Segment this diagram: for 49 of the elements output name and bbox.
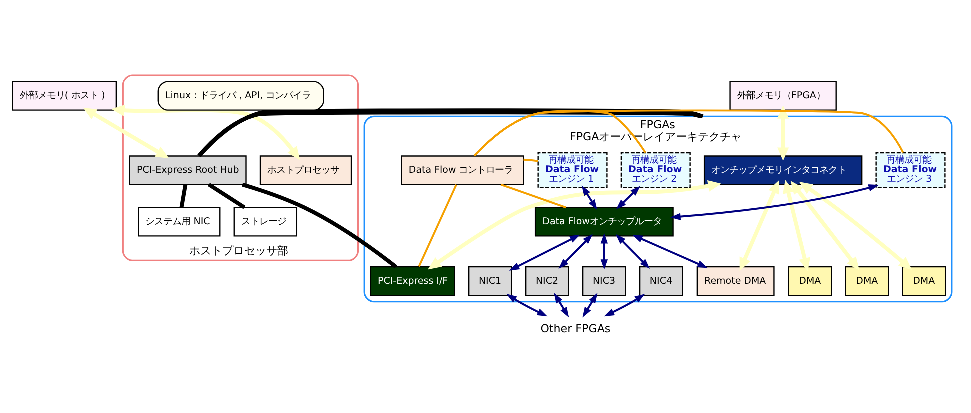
arrow: [83, 108, 170, 159]
node-box: NIC4: [639, 266, 684, 296]
node-box: 再構成可能 Data Flow エンジン 3: [876, 152, 946, 188]
arrow: [616, 234, 650, 270]
connector: [242, 182, 398, 269]
connector: [500, 184, 566, 209]
node-box: Remote DMA: [696, 266, 775, 296]
arrow: [112, 104, 300, 160]
arrow: [582, 293, 598, 318]
connector: [524, 158, 538, 162]
arrow: [616, 186, 641, 210]
arrow: [506, 294, 548, 317]
node-text: Other FPGAs: [540, 322, 611, 336]
arrow: [778, 106, 790, 161]
node-box: オンチップメモリインタコネクト: [704, 156, 863, 186]
node-box: ホストプロセッサ: [260, 156, 352, 186]
arrow: [632, 235, 708, 268]
arrow: [428, 180, 722, 270]
node-box: Linux：ドライバ，API, コンパイラ: [158, 81, 324, 111]
node-box: ストレージ: [234, 207, 298, 237]
arrow: [509, 234, 580, 271]
arrow: [783, 180, 810, 272]
node-box: NIC3: [582, 266, 626, 296]
arrow: [582, 186, 598, 210]
node-box: NIC1: [468, 266, 512, 296]
node-box: NIC2: [525, 266, 570, 296]
arrow: [670, 184, 880, 220]
node-box: 再構成可能 Data Flow エンジン 2: [620, 152, 691, 188]
node-box: DMA: [788, 266, 832, 296]
node-box: DMA: [902, 266, 946, 296]
node-box: 外部メモリ（FPGA）: [730, 81, 837, 111]
node-box: Data Flow コントローラ: [401, 156, 524, 186]
arrow: [600, 233, 608, 270]
node-box: PCI-Express Root Hub: [129, 156, 247, 186]
connector: [418, 184, 458, 268]
arrow: [790, 180, 860, 271]
arrow: [558, 234, 594, 270]
connector: [180, 184, 188, 208]
arrow: [740, 180, 780, 272]
node-box: PCI-Express I/F: [370, 266, 456, 296]
arrow: [799, 182, 912, 270]
arrow: [604, 294, 646, 317]
node-box: 外部メモリ( ホスト ): [12, 81, 118, 111]
node-box: システム用 NIC: [138, 207, 221, 237]
node-box: DMA: [845, 266, 890, 296]
node-box: Data Flowオンチップルータ: [534, 207, 674, 237]
node-box: 再構成可能 Data Flow エンジン 1: [538, 152, 608, 188]
arrow: [554, 293, 570, 318]
connector: [474, 110, 904, 157]
